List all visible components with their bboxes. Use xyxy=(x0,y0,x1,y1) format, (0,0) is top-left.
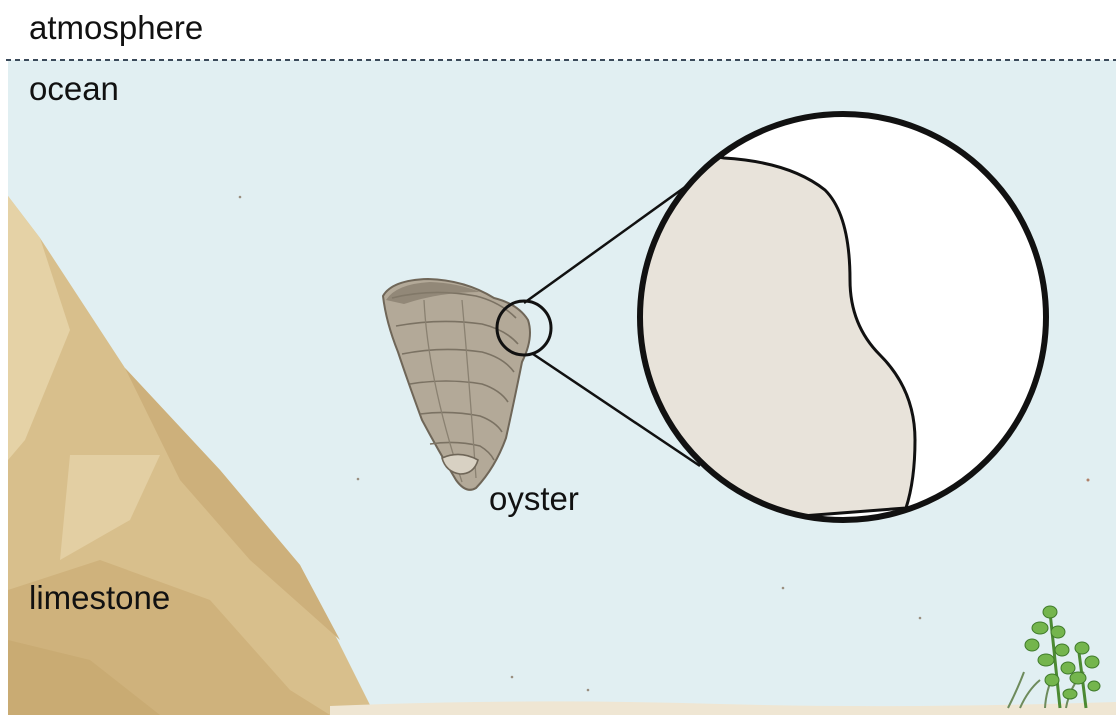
limestone-label: limestone xyxy=(29,581,170,614)
ocean-label: ocean xyxy=(29,72,119,105)
oyster-label: oyster xyxy=(489,482,579,515)
atmosphere-label: atmosphere xyxy=(29,11,203,44)
